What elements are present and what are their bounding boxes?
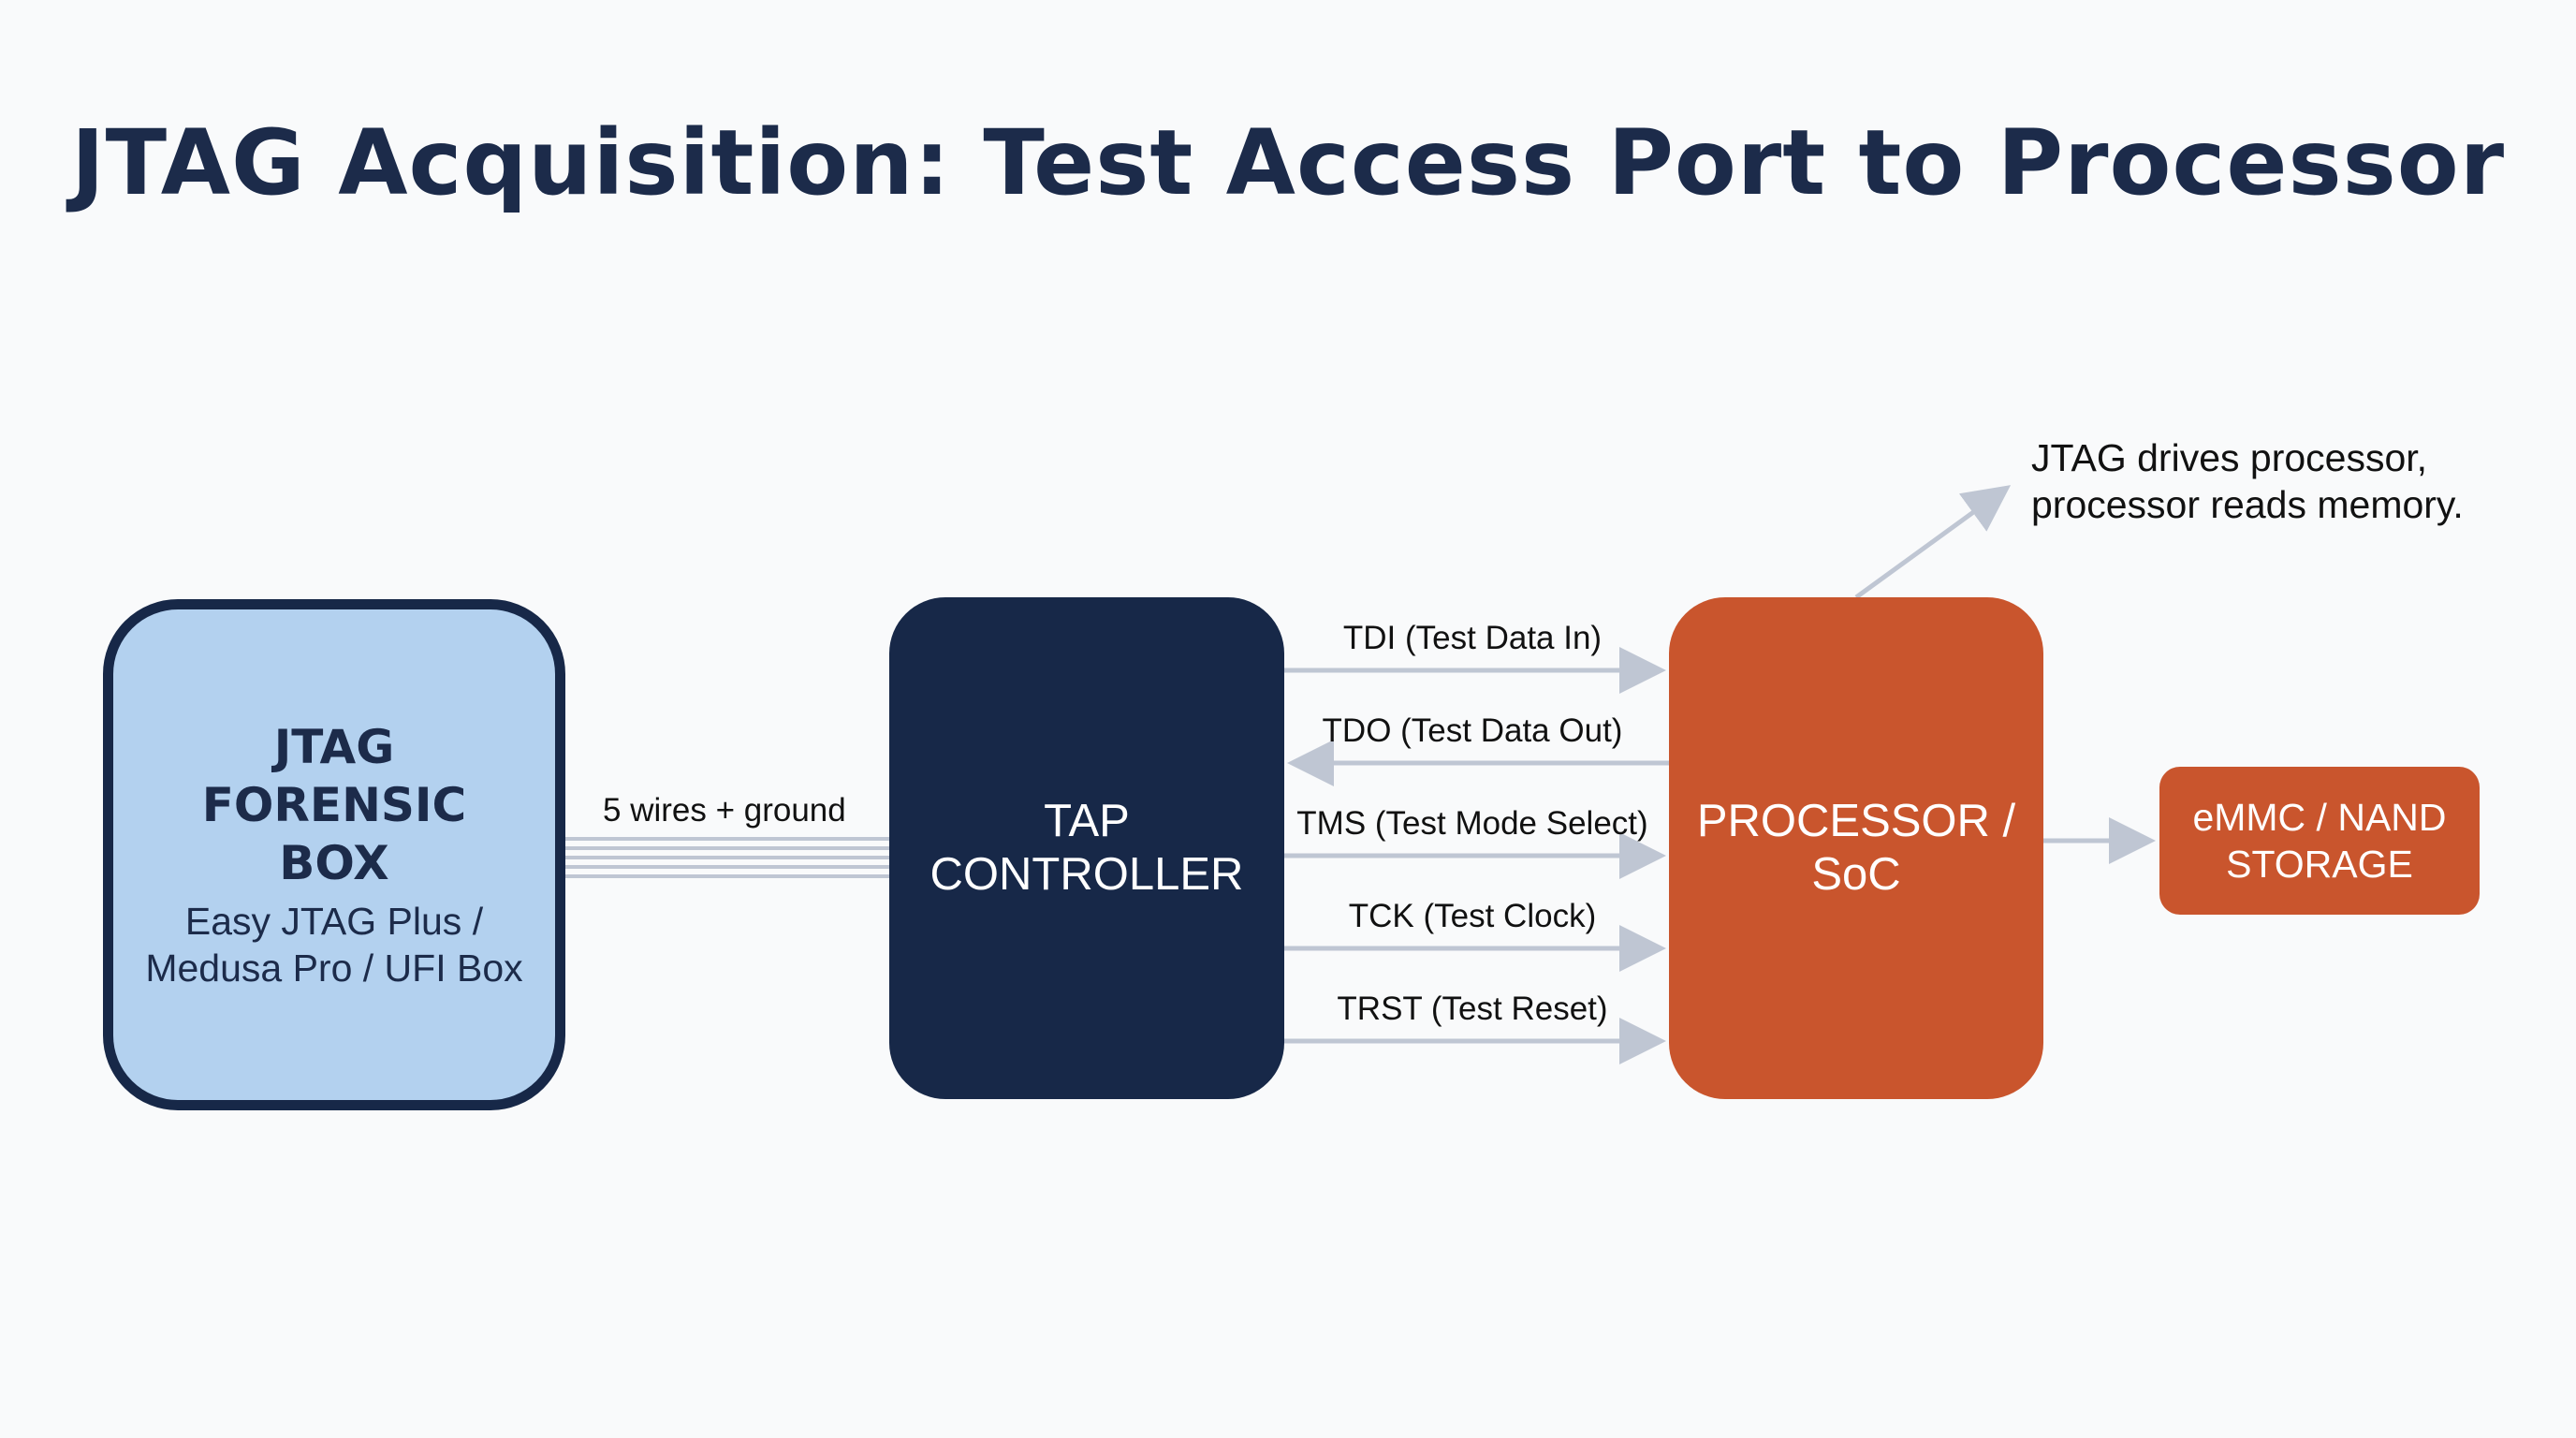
tap-controller-box: TAP CONTROLLER — [889, 597, 1284, 1099]
emmc-nand-storage-box: eMMC / NAND STORAGE — [2159, 767, 2480, 915]
wires-label: 5 wires + ground — [603, 792, 846, 829]
forensic-box-tools: Easy JTAG Plus / Medusa Pro / UFI Box — [145, 900, 523, 990]
forensic-box-heading: JTAG FORENSIC BOX — [201, 720, 467, 890]
tdo-label: TDO (Test Data Out) — [1322, 712, 1623, 749]
trst-label: TRST (Test Reset) — [1337, 990, 1608, 1027]
jtag-forensic-box: JTAG FORENSIC BOX Easy JTAG Plus / Medus… — [103, 599, 565, 1110]
annotation-note: JTAG drives processor, processor reads m… — [2031, 436, 2464, 526]
diagram-title: JTAG Acquisition: Test Access Port to Pr… — [70, 110, 2506, 215]
wire-bundle — [565, 837, 891, 878]
annotation-arrow — [1854, 485, 2012, 600]
processor-soc-box: PROCESSOR / SoC — [1669, 597, 2043, 1099]
tms-label: TMS (Test Mode Select) — [1296, 805, 1648, 842]
tck-label: TCK (Test Clock) — [1348, 898, 1597, 934]
tdi-label: TDI (Test Data In) — [1342, 620, 1603, 656]
